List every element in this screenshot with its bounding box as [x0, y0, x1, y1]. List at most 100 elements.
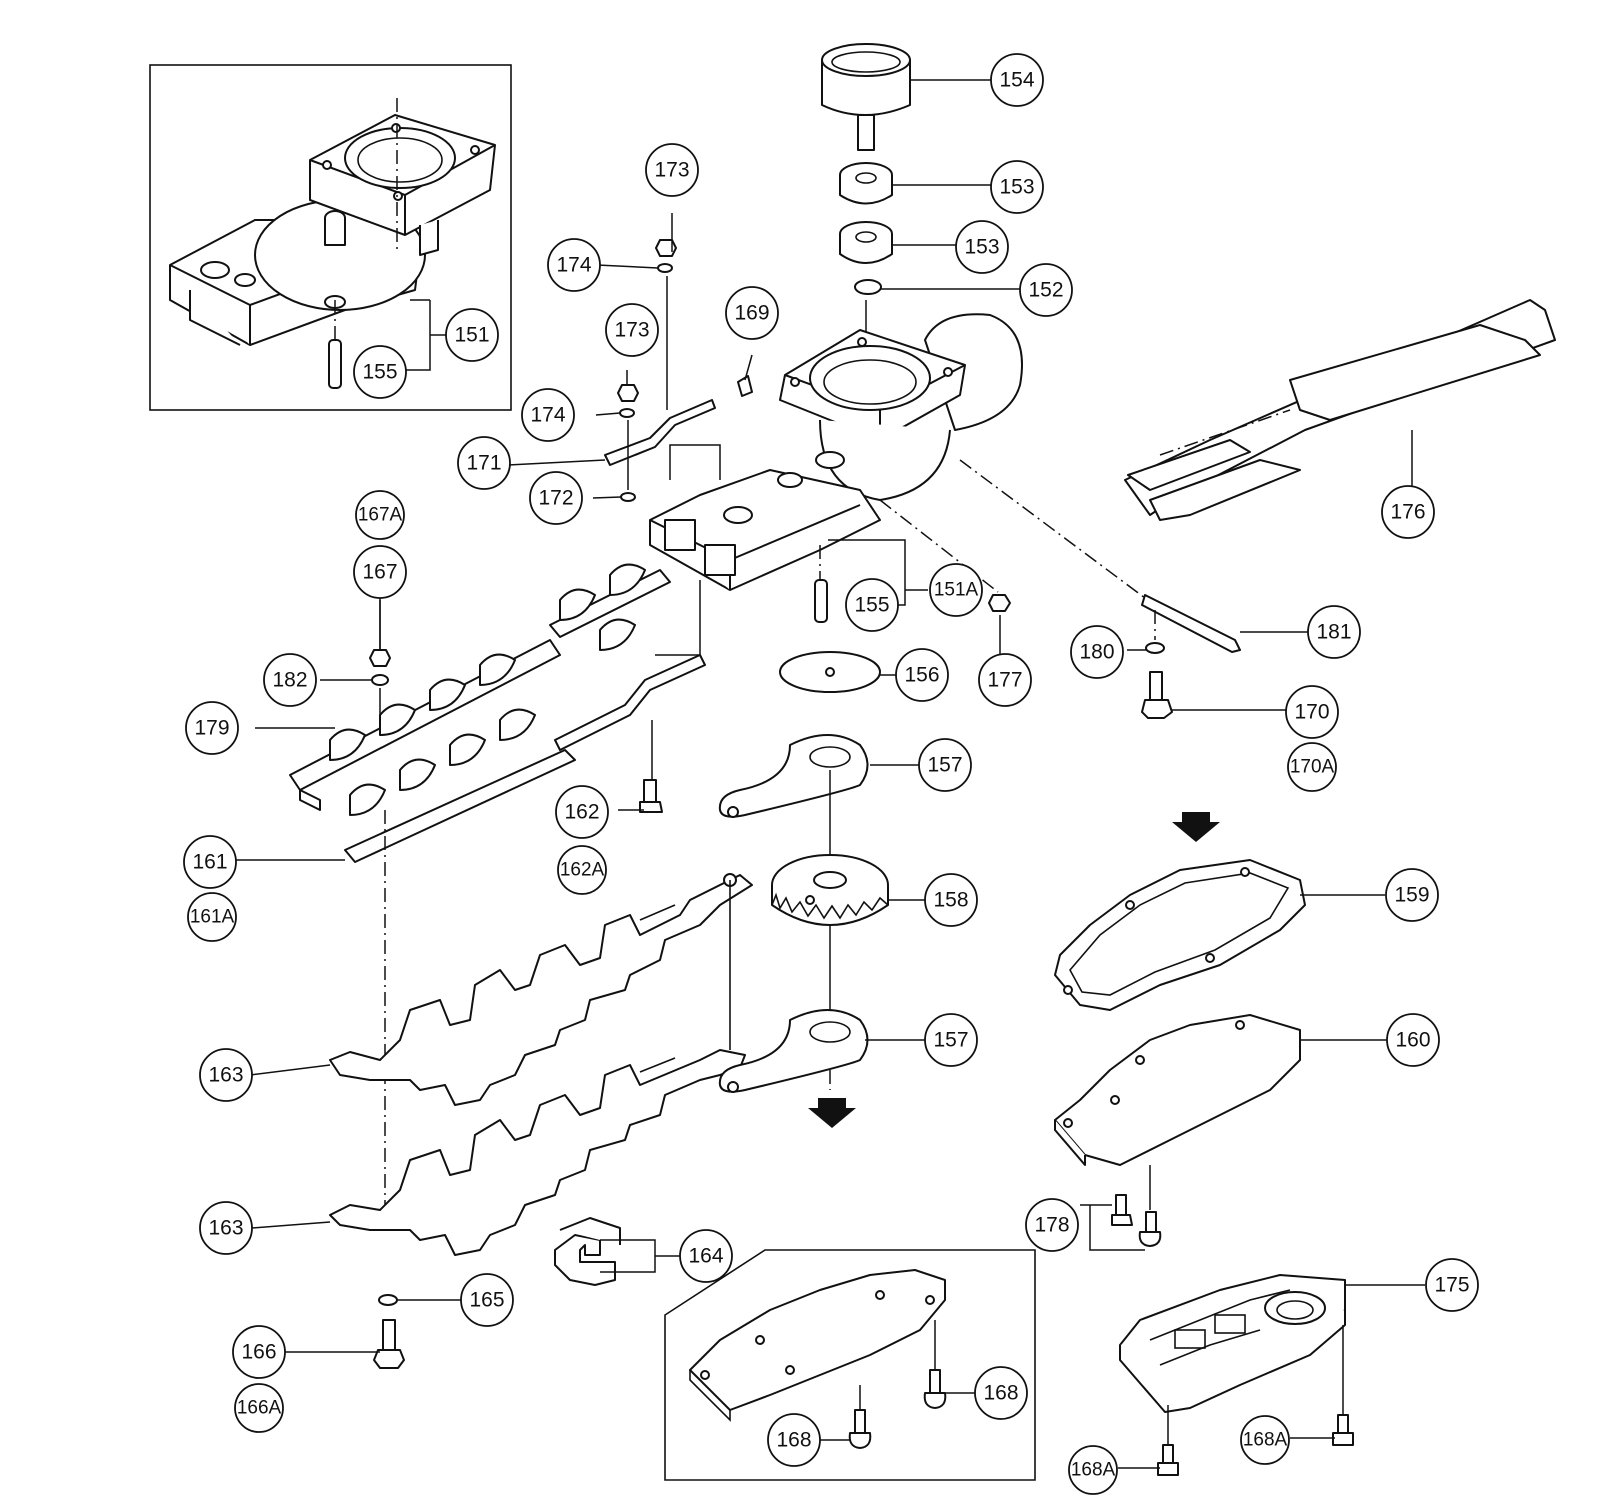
callout-162A: 162A — [557, 845, 607, 895]
shaft-stack — [821, 43, 911, 390]
svg-text:176: 176 — [1390, 501, 1425, 524]
svg-text:174: 174 — [530, 404, 565, 427]
callout-161: 161 — [183, 835, 237, 889]
callout-174-upper: 174 — [547, 238, 601, 292]
svg-text:179: 179 — [194, 717, 229, 740]
svg-text:159: 159 — [1394, 884, 1429, 907]
inset-cover-box — [664, 1249, 1036, 1481]
callout-172: 172 — [529, 471, 583, 525]
callout-174-lower: 174 — [521, 388, 575, 442]
lower-cover — [1054, 1014, 1301, 1247]
callout-159: 159 — [1385, 868, 1439, 922]
svg-text:157: 157 — [927, 754, 962, 777]
svg-text:160: 160 — [1395, 1029, 1430, 1052]
callout-170A: 170A — [1287, 742, 1337, 792]
callout-173-lower: 173 — [605, 303, 659, 357]
svg-text:173: 173 — [654, 159, 689, 182]
callout-164: 164 — [679, 1229, 733, 1283]
svg-text:170: 170 — [1294, 701, 1329, 724]
callout-163-upper: 163 — [199, 1048, 253, 1102]
svg-text:152: 152 — [1028, 279, 1063, 302]
svg-text:170A: 170A — [1290, 757, 1335, 778]
callout-168A-right: 168A — [1240, 1415, 1290, 1465]
svg-text:167: 167 — [362, 561, 397, 584]
svg-text:168A: 168A — [1071, 1460, 1116, 1481]
callout-167: 167 — [353, 545, 407, 599]
callout-182: 182 — [263, 653, 317, 707]
svg-text:175: 175 — [1434, 1274, 1469, 1297]
callout-176: 176 — [1381, 485, 1435, 539]
callout-165: 165 — [460, 1273, 514, 1327]
small-hardware — [604, 239, 1241, 790]
callout-158: 158 — [924, 873, 978, 927]
callout-151A: 151A — [929, 563, 983, 617]
callout-163-lower: 163 — [199, 1201, 253, 1255]
svg-text:173: 173 — [614, 319, 649, 342]
callout-168A-left: 168A — [1068, 1445, 1118, 1495]
svg-text:158: 158 — [933, 889, 968, 912]
svg-text:163: 163 — [208, 1064, 243, 1087]
svg-text:164: 164 — [688, 1245, 723, 1268]
callout-154: 154 — [990, 53, 1044, 107]
callout-155-inset: 155 — [353, 345, 407, 399]
svg-text:155: 155 — [854, 594, 889, 617]
callout-167A: 167A — [355, 490, 405, 540]
svg-text:151: 151 — [454, 324, 489, 347]
svg-text:163: 163 — [208, 1217, 243, 1240]
callout-181: 181 — [1307, 605, 1361, 659]
spacer-block — [554, 1217, 621, 1286]
main-gear-case — [649, 313, 1023, 623]
svg-text:161: 161 — [192, 851, 227, 874]
callout-166: 166 — [232, 1325, 286, 1379]
callout-170: 170 — [1285, 685, 1339, 739]
callout-168-right: 168 — [974, 1366, 1028, 1420]
callout-157-upper: 157 — [918, 738, 972, 792]
callout-161A: 161A — [187, 892, 237, 942]
svg-text:153: 153 — [999, 176, 1034, 199]
callout-173-upper: 173 — [645, 143, 699, 197]
lower-case — [1119, 1274, 1354, 1476]
callout-178: 178 — [1025, 1198, 1079, 1252]
svg-text:169: 169 — [734, 302, 769, 325]
svg-text:171: 171 — [466, 452, 501, 475]
svg-text:174: 174 — [556, 254, 591, 277]
svg-text:153: 153 — [964, 236, 999, 259]
callout-175: 175 — [1425, 1258, 1479, 1312]
svg-text:155: 155 — [362, 361, 397, 384]
callout-160: 160 — [1386, 1013, 1440, 1067]
svg-text:156: 156 — [904, 664, 939, 687]
callout-156: 156 — [895, 648, 949, 702]
svg-text:166A: 166A — [237, 1398, 282, 1419]
svg-text:172: 172 — [538, 487, 573, 510]
svg-text:165: 165 — [469, 1289, 504, 1312]
svg-text:154: 154 — [999, 69, 1034, 92]
svg-text:181: 181 — [1316, 621, 1351, 644]
svg-text:167A: 167A — [358, 505, 403, 526]
svg-text:162: 162 — [564, 801, 599, 824]
callout-151: 151 — [445, 308, 499, 362]
svg-text:162A: 162A — [560, 860, 605, 881]
callout-180: 180 — [1070, 625, 1124, 679]
svg-text:177: 177 — [987, 669, 1022, 692]
svg-text:157: 157 — [933, 1029, 968, 1052]
callout-157-lower: 157 — [924, 1013, 978, 1067]
svg-text:151A: 151A — [934, 580, 979, 601]
crank-gear — [718, 734, 889, 1128]
svg-text:182: 182 — [272, 669, 307, 692]
svg-text:168: 168 — [983, 1382, 1018, 1405]
gasket — [1054, 812, 1306, 1011]
callout-169: 169 — [725, 286, 779, 340]
inset-gear-case-box — [149, 64, 512, 411]
callout-153-lower: 153 — [955, 220, 1009, 274]
callout-179: 179 — [185, 701, 239, 755]
callout-155-main: 155 — [845, 578, 899, 632]
callout-153-upper: 153 — [990, 160, 1044, 214]
blade-cover — [1124, 299, 1556, 521]
callout-152: 152 — [1019, 263, 1073, 317]
callout-171: 171 — [457, 436, 511, 490]
svg-text:180: 180 — [1079, 641, 1114, 664]
svg-text:168A: 168A — [1243, 1430, 1288, 1451]
svg-text:168: 168 — [776, 1429, 811, 1452]
svg-text:178: 178 — [1034, 1214, 1069, 1237]
